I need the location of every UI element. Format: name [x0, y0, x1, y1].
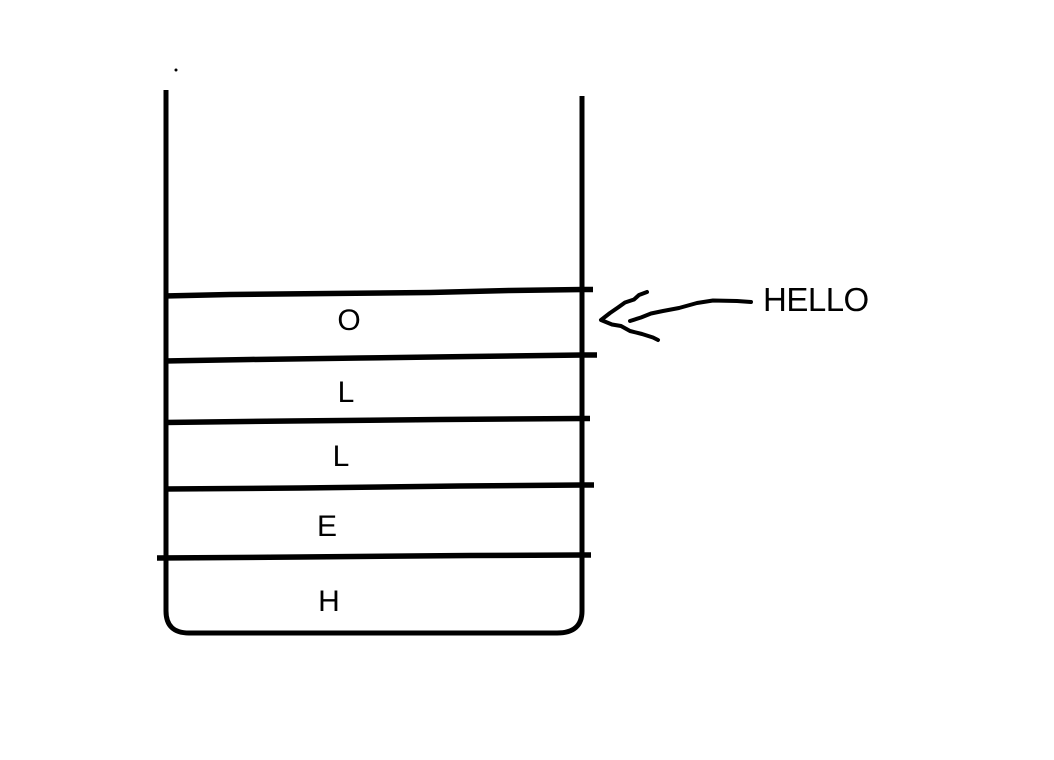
stack-cell-label-l1: L: [337, 376, 355, 409]
stray-dot: [174, 68, 178, 72]
hand-drawn-left-arrow-icon: [599, 290, 753, 342]
arrow-shaft: [628, 298, 753, 323]
stack-cell-label-e: E: [316, 510, 338, 543]
divider-line-top: [163, 286, 593, 299]
stack-container-outline: [163, 90, 585, 636]
divider-line-e-h: [156, 552, 591, 561]
divider-line-o-l: [163, 352, 597, 364]
stack-cell-label-h: H: [318, 585, 340, 618]
divider-line-l-l: [163, 415, 590, 426]
annotation-label: HELLO: [763, 281, 869, 318]
stack-cell-label-o: O: [337, 304, 361, 337]
stack-cell-label-l2: L: [332, 440, 350, 473]
divider-line-l-e: [163, 482, 594, 492]
arrow-head: [599, 290, 660, 342]
